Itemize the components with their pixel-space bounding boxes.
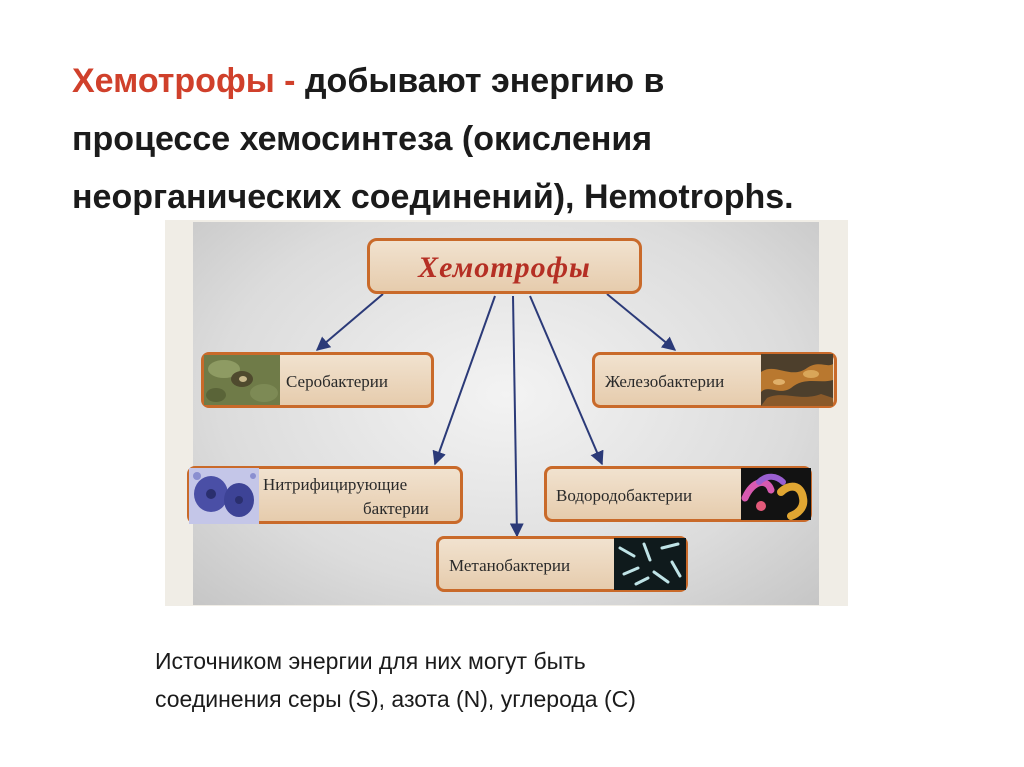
title-line-1-rest: добывают энергию в — [295, 62, 665, 100]
sulfur-bacteria-photo — [204, 355, 280, 405]
title-line-1: Хемотрофы - добывают энергию в — [72, 52, 972, 110]
node-nitrifying-bacteria-label-2: бактерии — [363, 499, 429, 518]
methane-bacteria-photo — [614, 538, 686, 590]
iron-bacteria-photo — [761, 354, 833, 406]
node-nitrifying-bacteria-label-1: Нитрифицирующие — [263, 475, 408, 494]
title-line-3: неорганических соединений), Hemotrophs. — [72, 178, 794, 216]
node-methane-bacteria-label: Метанобактерии — [449, 556, 571, 575]
node-sulfur-bacteria-label: Серобактерии — [286, 372, 388, 391]
node-hydrogen-bacteria-label: Водородобактерии — [556, 486, 693, 505]
node-chemotrophs: Хемотрофы — [367, 238, 642, 294]
footer-line-2: соединения серы (S), азота (N), углерода… — [155, 686, 636, 712]
arrow-to-hydrogen — [529, 295, 604, 466]
title-line-2: процессе хемосинтеза (окисления — [72, 120, 653, 158]
diagram-arrows — [315, 293, 677, 538]
arrow-to-sulfur — [315, 293, 384, 351]
chemotrophs-diagram: Хемотрофы Серобактерии Железобактерии Ни… — [165, 220, 848, 606]
hydrogen-bacteria-photo — [741, 468, 811, 520]
node-chemotrophs-label: Хемотрофы — [418, 251, 591, 284]
arrow-to-methane — [509, 295, 524, 538]
title-highlight: Хемотрофы - — [72, 62, 296, 100]
footer-note: Источником энергии для них могут быть со… — [155, 642, 636, 718]
arrow-to-nitrifying — [432, 295, 496, 466]
slide-title: Хемотрофы - добывают энергию в процессе … — [72, 52, 972, 226]
nitrifying-bacteria-photo — [189, 468, 259, 524]
arrow-to-iron — [606, 293, 677, 351]
node-iron-bacteria-label: Железобактерии — [605, 372, 725, 391]
footer-line-1: Источником энергии для них могут быть — [155, 648, 586, 674]
